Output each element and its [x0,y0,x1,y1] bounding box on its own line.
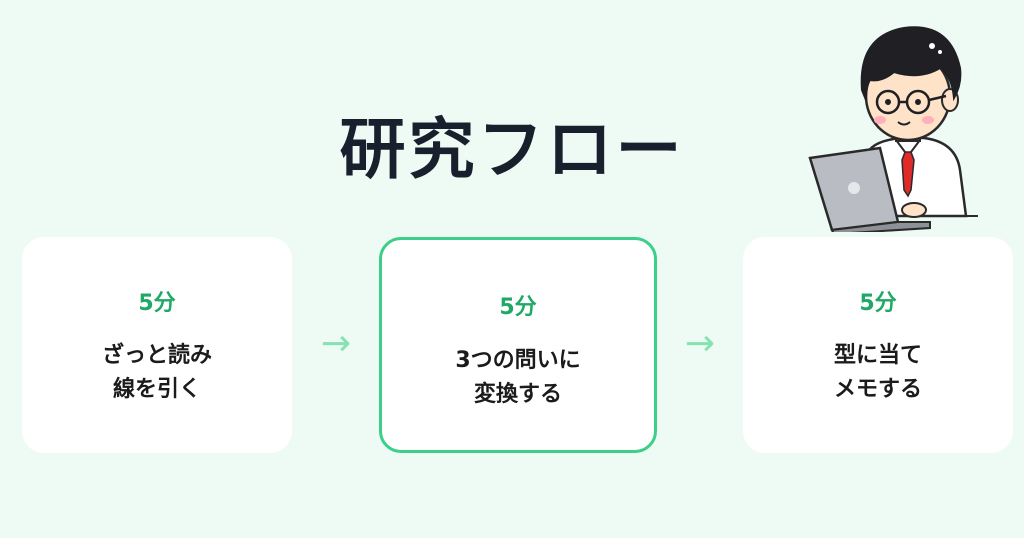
step-time: 5分 [499,295,537,320]
step-text: ざっと読み 線を引く [22,339,292,407]
arrow-right-icon: → [684,323,716,364]
step-card-3: 5分 型に当て メモする [743,237,1013,453]
step-text: 3つの問いに 変換する [382,344,654,412]
man-laptop-icon [808,26,978,236]
page-title: 研究フロー [339,111,685,188]
step-card-2: 5分 3つの問いに 変換する [379,237,657,453]
arrow-right-icon: → [320,323,352,364]
step-card-1: 5分 ざっと読み 線を引く [22,237,292,453]
step-line-2: メモする [833,377,922,402]
step-time: 5分 [859,291,897,316]
researcher-illustration [800,10,980,236]
step-text: 型に当て メモする [743,339,1013,407]
step-line-1: 型に当て [833,343,922,368]
step-line-1: 3つの問いに [455,348,581,373]
step-line-1: ざっと読み [101,343,212,368]
step-line-2: 変換する [473,382,562,407]
step-time: 5分 [138,291,176,316]
step-line-2: 線を引く [112,377,201,402]
